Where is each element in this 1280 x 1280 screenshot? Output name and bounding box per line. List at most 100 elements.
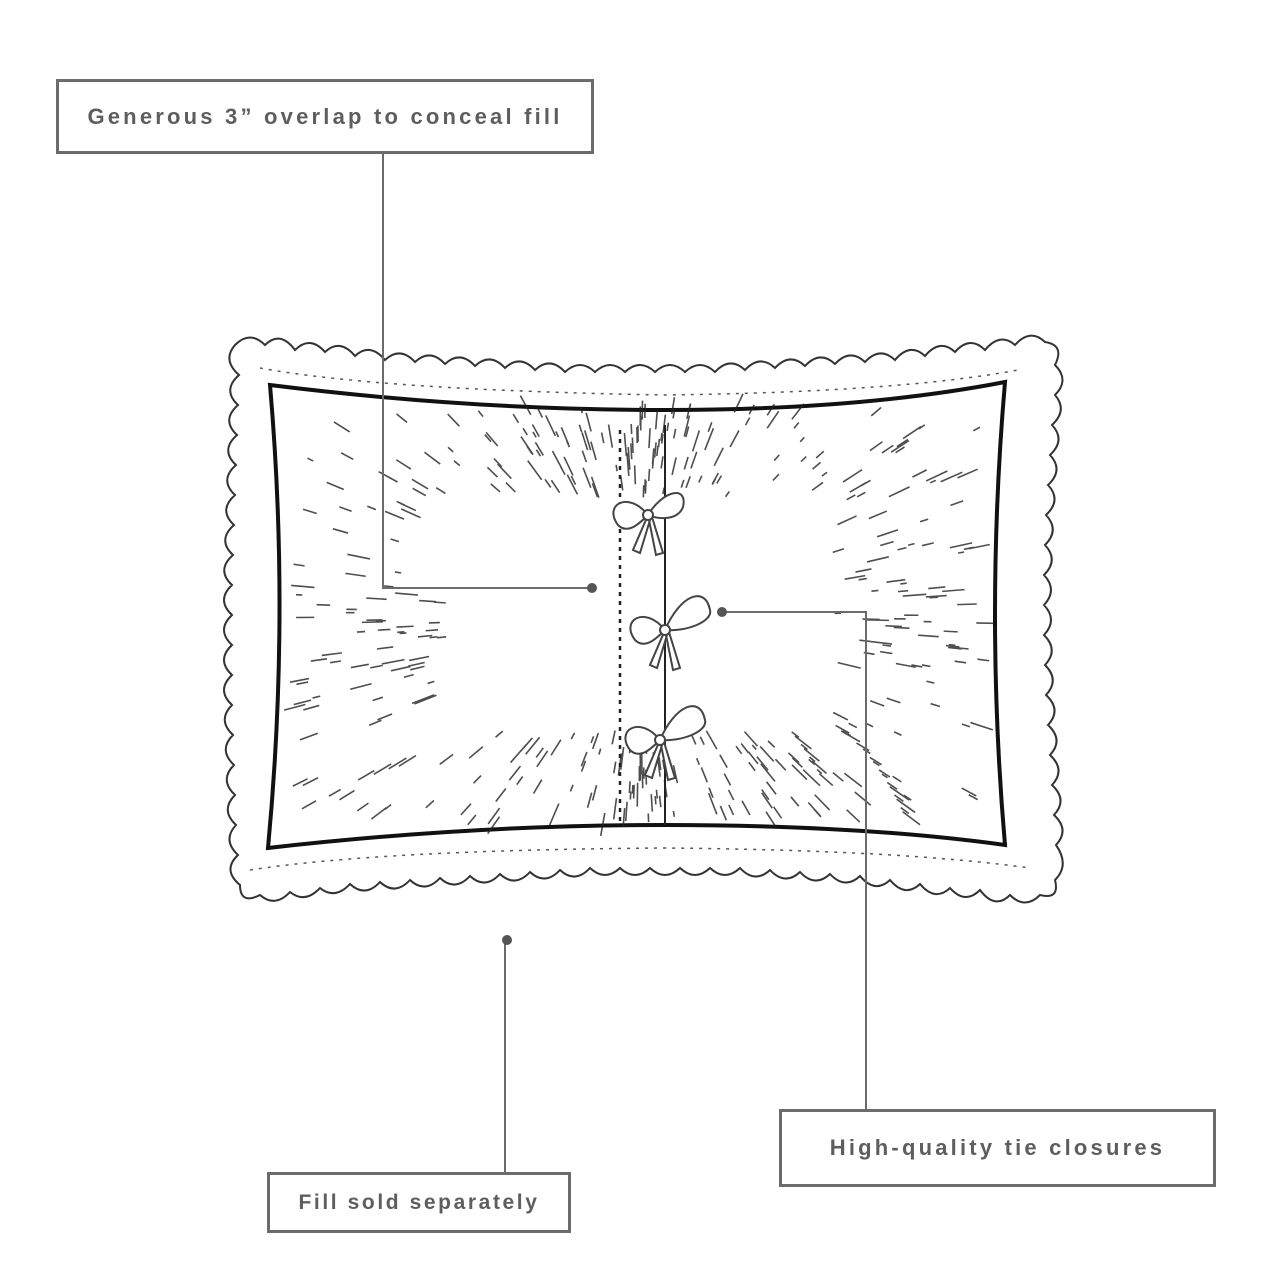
texture-stroke <box>378 470 398 483</box>
texture-stroke <box>854 791 872 806</box>
texture-stroke <box>919 518 929 523</box>
texture-stroke <box>388 757 407 770</box>
texture-stroke <box>586 792 593 808</box>
texture-stroke <box>716 475 723 484</box>
texture-stroke <box>707 422 713 433</box>
texture-stroke <box>902 811 921 826</box>
texture-stroke <box>808 758 816 766</box>
texture-stroke <box>868 510 888 520</box>
texture-stroke <box>350 663 369 669</box>
texture-stroke <box>390 665 411 672</box>
texture-stroke <box>907 542 915 547</box>
texture-stroke <box>856 742 870 752</box>
texture-stroke <box>396 625 414 628</box>
texture-stroke <box>447 413 460 427</box>
texture-stroke <box>882 644 892 647</box>
texture-stroke <box>293 563 305 567</box>
texture-stroke <box>800 456 807 463</box>
texture-stroke <box>377 713 393 721</box>
texture-stroke <box>800 743 808 751</box>
texture-stroke <box>843 772 863 788</box>
texture-stroke <box>377 628 391 631</box>
texture-stroke <box>550 739 562 756</box>
texture-stroke <box>302 777 319 787</box>
texture-stroke <box>900 806 910 815</box>
texture-stroke <box>400 508 421 519</box>
texture-stroke <box>671 457 677 476</box>
texture-stroke <box>691 430 701 452</box>
texture-stroke <box>550 479 561 494</box>
texture-stroke <box>672 765 679 784</box>
texture-stroke <box>544 478 552 488</box>
texture-stroke <box>812 461 822 470</box>
texture-stroke <box>654 410 659 430</box>
texture-stroke <box>672 810 676 817</box>
ties-marker-dot <box>717 607 727 617</box>
texture-stroke <box>660 434 664 444</box>
texture-stroke <box>289 677 310 683</box>
texture-stroke <box>672 410 676 419</box>
texture-stroke <box>835 724 850 734</box>
texture-stroke <box>590 441 597 461</box>
texture-stroke <box>390 538 400 543</box>
texture-stroke <box>790 796 800 807</box>
texture-stroke <box>743 731 759 747</box>
texture-stroke <box>412 487 427 497</box>
texture-stroke <box>903 794 912 801</box>
texture-stroke <box>740 742 750 754</box>
texture-stroke <box>394 571 402 574</box>
texture-stroke <box>926 680 935 684</box>
texture-stroke <box>954 660 967 664</box>
texture-stroke <box>846 809 861 823</box>
texture-stroke <box>713 447 724 467</box>
texture-stroke <box>433 601 446 604</box>
texture-stroke <box>396 500 405 506</box>
texture-stroke <box>347 553 371 560</box>
texture-stroke <box>477 410 484 418</box>
texture-stroke <box>821 471 828 477</box>
texture-stroke <box>425 799 435 809</box>
texture-stroke <box>695 757 701 766</box>
texture-stroke <box>925 470 948 482</box>
texture-stroke <box>765 811 776 827</box>
texture-stroke <box>662 414 667 434</box>
texture-stroke <box>536 750 549 768</box>
texture-stroke <box>683 415 691 437</box>
texture-stroke <box>376 646 394 650</box>
texture-stroke <box>772 806 783 819</box>
texture-stroke <box>866 556 890 563</box>
texture-stroke <box>591 732 600 750</box>
texture-stroke <box>519 395 532 416</box>
texture-stroke <box>870 406 882 417</box>
texture-stroke <box>630 443 633 460</box>
texture-stroke <box>803 747 820 762</box>
texture-stroke <box>437 635 447 639</box>
texture-stroke <box>719 805 728 821</box>
texture-stroke <box>447 446 454 453</box>
texture-stroke <box>560 466 566 476</box>
texture-stroke <box>326 481 345 491</box>
texture-stroke <box>607 424 614 448</box>
texture-stroke <box>350 682 372 691</box>
texture-stroke <box>940 471 963 483</box>
texture-stroke <box>837 515 857 526</box>
texture-stroke <box>509 744 527 764</box>
texture-stroke <box>719 754 728 769</box>
texture-stroke <box>527 460 543 481</box>
texture-stroke <box>889 786 910 801</box>
texture-stroke <box>535 747 544 758</box>
texture-stroke <box>814 794 831 811</box>
texture-stroke <box>369 664 383 669</box>
texture-stroke <box>590 736 595 744</box>
texture-stroke <box>383 585 394 588</box>
texture-stroke <box>367 505 377 511</box>
texture-stroke <box>691 735 697 745</box>
texture-stroke <box>427 680 435 685</box>
texture-stroke <box>512 413 520 424</box>
texture-stroke <box>672 428 677 439</box>
texture-stroke <box>741 800 751 816</box>
texture-stroke <box>881 444 894 454</box>
texture-stroke <box>357 769 375 781</box>
texture-stroke <box>929 596 939 599</box>
texture-stroke <box>563 456 574 476</box>
